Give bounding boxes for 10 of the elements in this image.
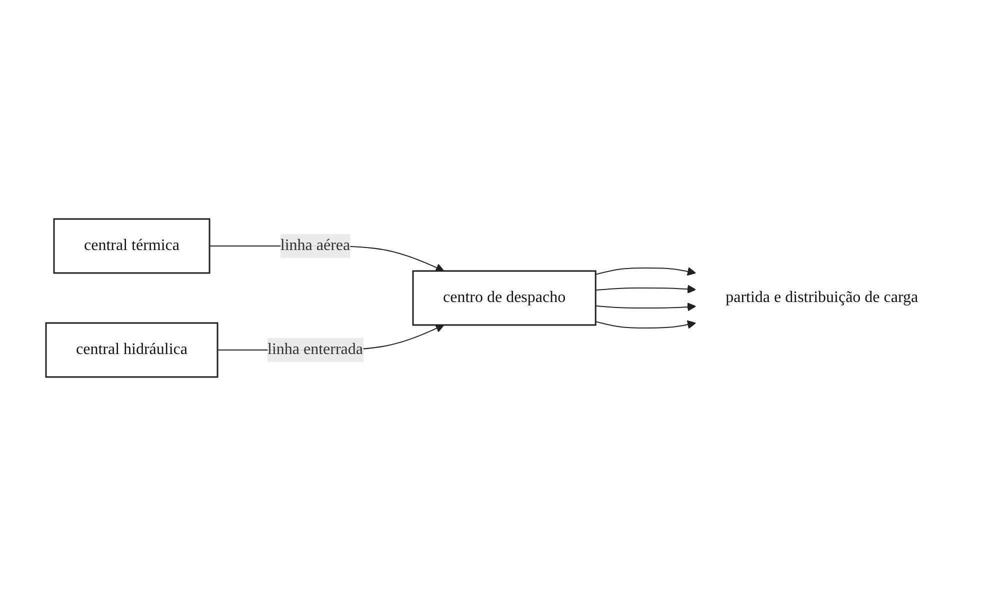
node-box: central hidráulica xyxy=(45,322,218,378)
node-text: partida e distribuição de carga xyxy=(726,289,918,306)
node-box: central térmica xyxy=(53,218,210,274)
edge-label: linha aérea xyxy=(280,237,350,254)
arrow xyxy=(595,284,696,294)
arrow xyxy=(595,267,696,276)
node-box: centro de despacho xyxy=(412,270,596,326)
arrow xyxy=(595,320,696,329)
edge-label: linha enterrada xyxy=(267,341,363,358)
arrow xyxy=(595,302,696,312)
